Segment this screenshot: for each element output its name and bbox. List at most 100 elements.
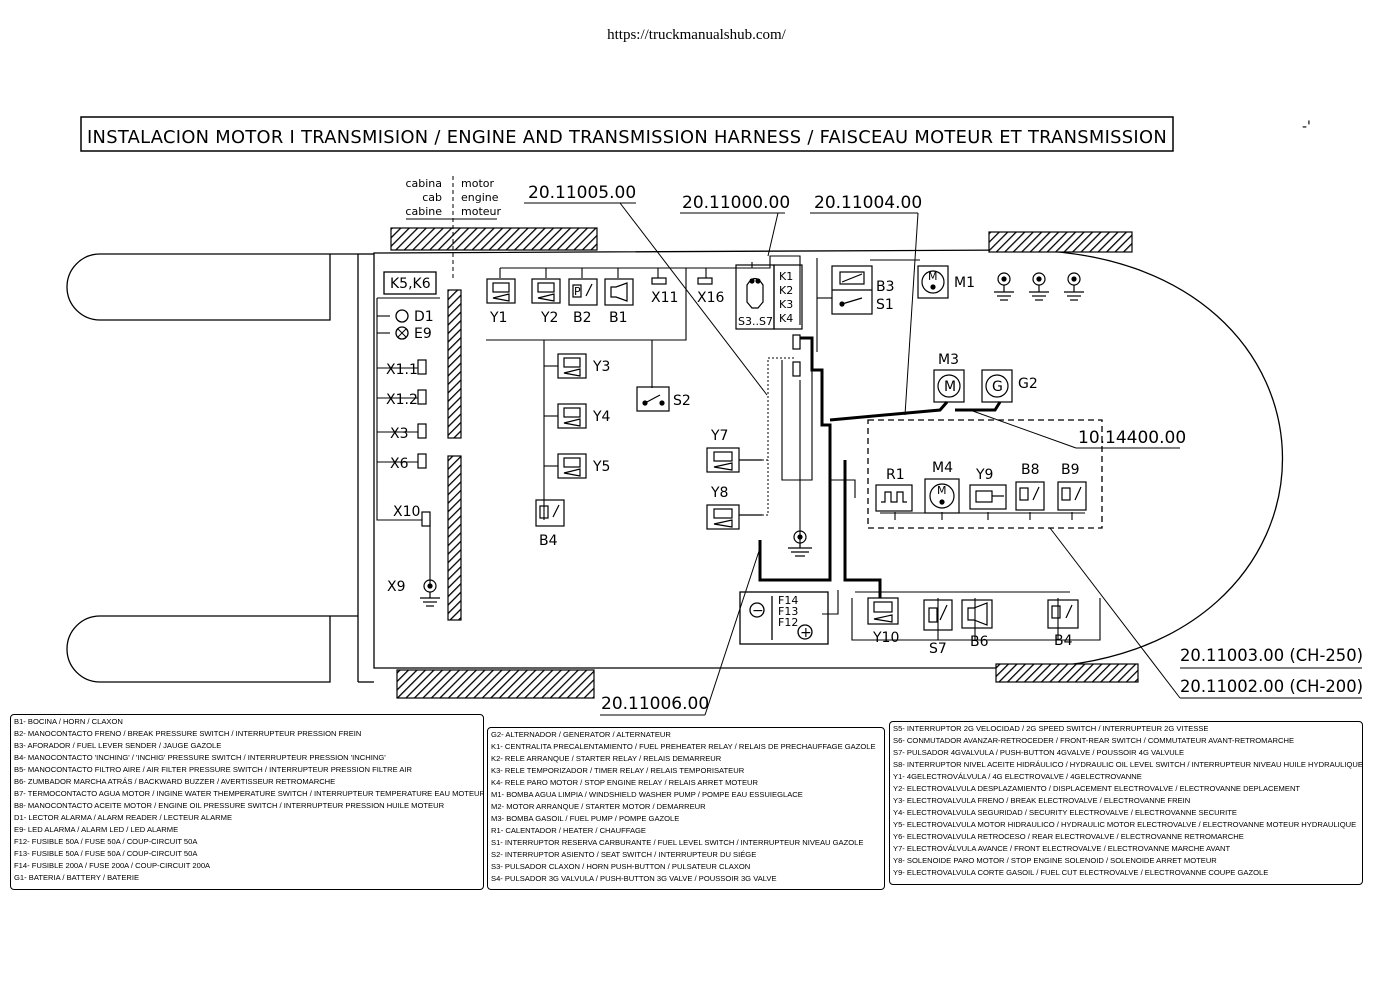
legend-item: Y9- ELECTROVALVULA CORTE GASOIL / FUEL C… bbox=[893, 868, 1269, 877]
source-url[interactable]: https://truckmanualshub.com/ bbox=[607, 27, 786, 43]
valve-y1 bbox=[486, 278, 516, 304]
wiring bbox=[376, 255, 920, 584]
label-m3: M3 bbox=[938, 352, 959, 368]
motor-m4 bbox=[924, 478, 960, 514]
legend-item: B2- MANOCONTACTO FRENO / BREAK PRESSURE … bbox=[14, 729, 362, 738]
zone-cab-3: cabine bbox=[405, 205, 442, 218]
legend-middle: G2- ALTERNADOR / GENERATOR / ALTERNATEUR… bbox=[487, 727, 885, 890]
legend-item: Y1- 4gELECTROVÁLVULA / 4g ELECTROVALVE /… bbox=[893, 772, 1142, 781]
part-number-2: 20.11000.00 bbox=[682, 193, 790, 213]
label-x1-2: X1.2 bbox=[386, 392, 418, 408]
part-number-7: 20.11006.00 bbox=[601, 694, 709, 714]
label-y8: Y8 bbox=[710, 485, 728, 501]
legend-item: K4- RELE PARO MOTOR / STOP ENGINE RELAY … bbox=[491, 778, 758, 787]
part-number-3: 20.11004.00 bbox=[814, 193, 922, 213]
connector-x16 bbox=[697, 277, 713, 285]
symbol-m3: M bbox=[944, 379, 956, 395]
battery-plus: + bbox=[800, 625, 812, 641]
label-k5-k6: K5,K6 bbox=[390, 276, 431, 292]
legend-item: Y2- ELECTROVALVULA DESPLAZAMIENTO / DISP… bbox=[893, 784, 1301, 793]
label-k3: K3 bbox=[779, 298, 793, 311]
label-y2: Y2 bbox=[540, 310, 558, 326]
label-y9: Y9 bbox=[975, 467, 993, 483]
legend-item: S4- PULSADOR 3g VALVULA / PUSH-BUTTON 3g… bbox=[491, 874, 777, 883]
valve-y2 bbox=[531, 278, 561, 304]
connector-strip bbox=[417, 359, 431, 527]
title-block: INSTALACION MOTOR I TRANSMISION / ENGINE… bbox=[80, 116, 1174, 152]
valve-y5 bbox=[557, 453, 587, 479]
engine-subharness-box bbox=[867, 419, 1103, 529]
legend-item: B8- MANOCONTACTO ACEITE MOTOR / ENGINE O… bbox=[14, 801, 445, 810]
label-d1: D1 bbox=[414, 309, 434, 325]
solenoid-y8 bbox=[706, 504, 762, 530]
pushbutton-s7 bbox=[923, 599, 953, 631]
legend-item: R1- CALENTADOR / HEATER / CHAUFFAGE bbox=[491, 826, 646, 835]
part-number-6: 20.11002.00 (CH-200) bbox=[1180, 677, 1363, 697]
indicator-d1: D1 bbox=[395, 309, 434, 325]
fuel-cut-valve-y9 bbox=[969, 484, 1007, 510]
legend-item: Y6- ELECTROVALVULA RETROCESO / REAR ELEC… bbox=[893, 832, 1244, 841]
vehicle-outline bbox=[66, 249, 1284, 683]
legend-item: E9- LED ALARMA / ALARM LED / LED ALARME bbox=[14, 825, 179, 834]
legend-item: M1- BOMBA AGUA LIMPIA / WINDSHIELD WASHE… bbox=[491, 790, 803, 799]
legend-item: Y7- ELECTROVÁLVULA AVANCE / FRONT ELECTR… bbox=[893, 844, 1231, 853]
heater-r1 bbox=[875, 484, 913, 512]
legend-item: B1- BOCINA / HORN / CLAXON bbox=[14, 717, 123, 726]
legend-item: Y4- ELECTROVALVULA SEGURIDAD / SECURITY … bbox=[893, 808, 1237, 817]
label-k1: K1 bbox=[779, 270, 793, 283]
corner-mark: -' bbox=[1302, 119, 1311, 135]
legend-item: S5- INTERRUPTOR 2g VELOCIDAD / 2g SPEED … bbox=[893, 724, 1209, 733]
label-b1: B1 bbox=[609, 310, 628, 326]
control-block-s3-s7 bbox=[735, 264, 803, 330]
label-x11: X11 bbox=[651, 290, 678, 306]
part-number-4: 10.14400.00 bbox=[1078, 428, 1186, 448]
label-f12: F12 bbox=[778, 616, 798, 629]
symbol-m1: M bbox=[928, 270, 938, 283]
zone-cab-1: cabina bbox=[405, 177, 442, 190]
diagram-title: INSTALACION MOTOR I TRANSMISION / ENGINE… bbox=[87, 127, 1167, 148]
legend-item: G1- BATERIA / BATTERY / BATERIE bbox=[14, 873, 140, 882]
legend-right: S5- INTERRUPTOR 2g VELOCIDAD / 2g SPEED … bbox=[889, 721, 1363, 885]
zone-cab-2: cab bbox=[422, 191, 442, 204]
zone-engine-1: motor bbox=[461, 177, 494, 190]
legend-item: S2- INTERRUPTOR ASIENTO / SEAT SWITCH / … bbox=[491, 850, 757, 859]
label-x1-1: X1.1 bbox=[386, 362, 418, 378]
legend-item: F13- FUSIBLE 50A / FUSE 50A / COUP-CIRCU… bbox=[14, 849, 198, 858]
label-s3-s7: S3..S7 bbox=[738, 315, 773, 328]
legend-left: B1- BOCINA / HORN / CLAXON B2- MANOCONTA… bbox=[10, 714, 484, 890]
relay-k5-k6: K5,K6 bbox=[383, 271, 437, 295]
led-e9: E9 bbox=[395, 326, 432, 342]
label-s1: S1 bbox=[876, 297, 894, 313]
harness-connector bbox=[792, 334, 801, 377]
ground-x9 bbox=[420, 579, 440, 607]
part-number-1: 20.11005.00 bbox=[528, 183, 636, 203]
label-f14: F14 bbox=[778, 594, 798, 607]
label-y4: Y4 bbox=[592, 409, 611, 425]
main-harness bbox=[758, 336, 1002, 598]
label-k2: K2 bbox=[779, 284, 793, 297]
label-b3: B3 bbox=[876, 279, 895, 295]
dotted-wiring bbox=[762, 357, 795, 516]
alternator-g2 bbox=[981, 369, 1013, 403]
label-b4-left: B4 bbox=[539, 533, 558, 549]
label-x16: X16 bbox=[697, 290, 724, 306]
label-e9: E9 bbox=[414, 326, 432, 342]
legend-item: S6- CONMUTADOR AVANZAR-RETROCEDER / FRON… bbox=[893, 736, 1295, 745]
label-b8: B8 bbox=[1021, 462, 1040, 478]
part-callouts bbox=[524, 202, 1362, 716]
label-y10: Y10 bbox=[872, 630, 899, 646]
label-y3: Y3 bbox=[592, 359, 610, 375]
symbol-m4: M bbox=[937, 484, 947, 497]
zone-labels: cabina cab cabine motor engine moteur bbox=[405, 176, 501, 278]
horn-b1 bbox=[604, 278, 634, 306]
valve-y4 bbox=[557, 403, 587, 429]
fuel-pump-m3 bbox=[933, 369, 965, 403]
fuel-sender-b3-s1 bbox=[831, 265, 873, 315]
label-y1: Y1 bbox=[489, 310, 507, 326]
battery-fuse-box bbox=[739, 591, 829, 645]
label-x3: X3 bbox=[390, 426, 409, 442]
legend-item: Y8- SOLENOIDE PARO MOTOR / STOP ENGINE S… bbox=[893, 856, 1217, 865]
label-b2: B2 bbox=[573, 310, 592, 326]
legend-item: S7- PULSADOR 4gVALVULA / PUSH-BUTTON 4gV… bbox=[893, 748, 1185, 757]
legend-item: F12- FUSIBLE 50A / FUSE 50A / COUP-CIRCU… bbox=[14, 837, 198, 846]
